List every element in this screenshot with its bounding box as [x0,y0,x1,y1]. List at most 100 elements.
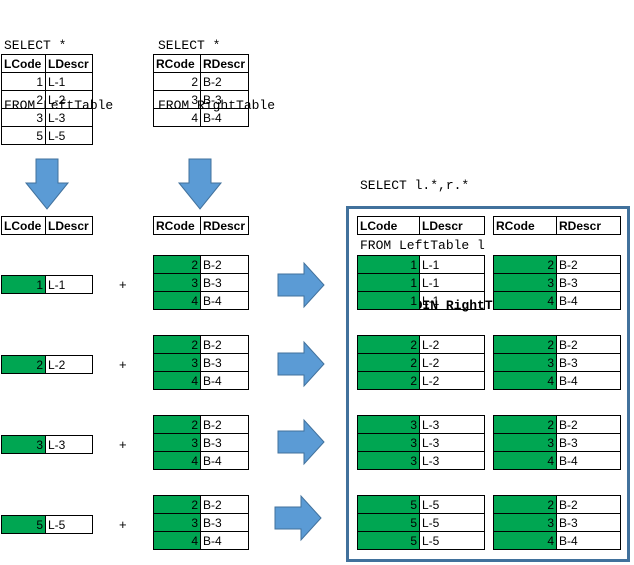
rcode-cell: 4 [493,531,557,550]
rdescr-cell: B-3 [200,273,249,292]
rcode-cell: 3 [493,513,557,532]
rdescr-cell: B-4 [200,371,249,390]
lcode-cell: 5 [357,513,420,532]
rdescr-cell: B-2 [200,335,249,354]
table-row: 2 L-2 [1,90,93,109]
lcode-cell: 1 [357,273,420,292]
table-row: 3 L-3 [1,108,93,127]
right-arrow-icon [277,418,325,466]
lcode-cell: 1 [1,72,46,91]
lcode-cell: 1 [357,255,420,274]
rcode-cell: 3 [153,433,201,452]
rcode-cell: 3 [153,90,201,109]
ldescr-header: LDescr [419,216,485,235]
down-arrow-icon [24,158,70,210]
lcode-header: LCode [1,216,46,235]
lcode-cell: 2 [357,371,420,390]
table-row: 3 L-3 [1,435,93,454]
lcode-cell: 2 [1,355,46,374]
left-row-block-2: 2 L-2 [1,355,93,374]
rdescr-cell: B-2 [556,495,621,514]
left-table: LCode LDescr 1 L-1 2 L-2 3 L-3 5 L-5 [1,54,93,145]
cross-query-line-2: FROM LeftTable l [360,238,485,253]
rdescr-cell: B-4 [200,531,249,550]
rcode-cell: 4 [493,371,557,390]
rcode-cell: 2 [153,255,201,274]
rcode-cell: 4 [153,371,201,390]
rcode-cell: 2 [493,415,557,434]
rdescr-cell: B-3 [200,433,249,452]
plus-sign: + [119,437,127,452]
cross-query-line-1: SELECT l.*,r.* [360,178,470,193]
lcode-cell: 2 [357,353,420,372]
result-left-header: LCode LDescr [357,216,485,235]
ldescr-cell: L-2 [45,355,93,374]
rdescr-cell: B-2 [200,415,249,434]
rcode-cell: 4 [493,291,557,310]
rcode-cell: 2 [493,255,557,274]
ldescr-cell: L-1 [45,72,93,91]
lcode-cell: 5 [357,495,420,514]
plus-sign: + [119,517,127,532]
rcode-cell: 2 [153,495,201,514]
ldescr-cell: L-1 [419,273,485,292]
rcode-cell: 2 [493,335,557,354]
ldescr-cell: L-3 [419,433,485,452]
table-row: 5 L-5 [1,515,93,534]
ldescr-cell: L-3 [419,415,485,434]
rdescr-header: RDescr [556,216,621,235]
rcode-cell: 2 [153,335,201,354]
ldescr-cell: L-1 [419,255,485,274]
ldescr-cell: L-2 [419,371,485,390]
right-table-header: RCode RDescr [153,216,249,235]
rcode-cell: 3 [153,513,201,532]
rdescr-cell: B-4 [556,371,621,390]
ldescr-cell: L-3 [45,108,93,127]
rcode-header: RCode [153,54,201,73]
rdescr-header: RDescr [200,54,249,73]
right-arrow-icon [274,494,322,542]
ldescr-cell: L-1 [45,275,93,294]
ldescr-cell: L-5 [419,495,485,514]
ldescr-cell: L-2 [419,335,485,354]
lcode-cell: 1 [357,291,420,310]
cross-join-result [346,206,630,562]
rcode-cell: 2 [153,72,201,91]
ldescr-header: LDescr [45,216,93,235]
rcode-cell: 4 [153,451,201,470]
rdescr-cell: B-3 [556,433,621,452]
rdescr-cell: B-3 [556,353,621,372]
right-query-line-1: SELECT * [158,38,221,53]
rcode-cell: 3 [493,353,557,372]
